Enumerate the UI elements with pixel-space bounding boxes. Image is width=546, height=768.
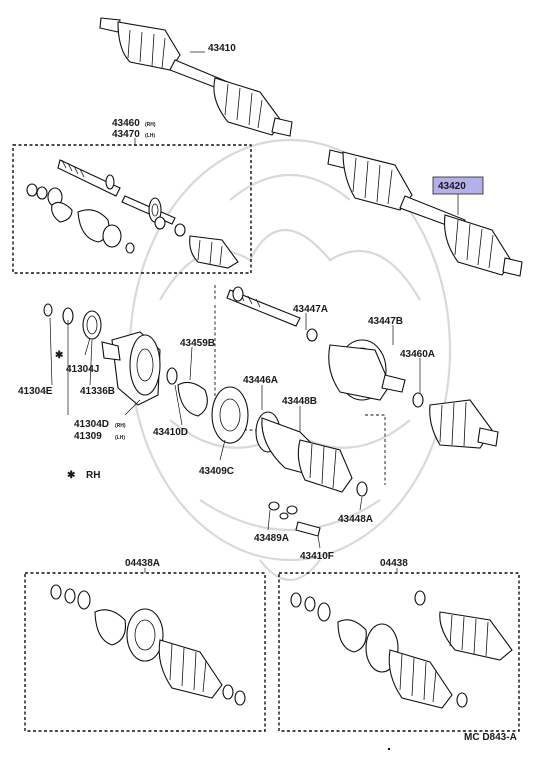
label-41304E: 41304E <box>18 386 53 397</box>
label-43460A: 43460A <box>400 349 435 360</box>
label-43446A: 43446A <box>243 375 278 386</box>
inboard-shaft <box>226 286 318 342</box>
boot-kit-04438A <box>50 584 246 706</box>
outboard-joint-right <box>429 399 499 449</box>
label-41309: 41309 <box>74 431 102 442</box>
snap-ring-43410D <box>166 367 178 385</box>
label-43448A: 43448A <box>338 514 373 525</box>
label-41309-lh: (LH) <box>115 435 125 441</box>
label-43470: 43470 <box>112 129 140 140</box>
hub-assembly-left <box>43 303 161 406</box>
watermark-emblem <box>128 138 452 582</box>
label-43460: 43460 <box>112 118 140 129</box>
label-43489A: 43489A <box>254 533 289 544</box>
label-04438A: 04438A <box>125 558 160 569</box>
label-43409C: 43409C <box>199 466 234 477</box>
drive-shaft-43410 <box>99 17 293 137</box>
dot-mark <box>387 747 391 751</box>
label-04438: 04438 <box>380 558 408 569</box>
label-43470-lh: (LH) <box>145 133 155 139</box>
label-43460-rh: (RH) <box>145 122 156 128</box>
group-box-04438 <box>278 572 520 732</box>
label-43459B: 43459B <box>180 338 215 349</box>
label-43410: 43410 <box>208 43 236 54</box>
label-43447A: 43447A <box>293 304 328 315</box>
label-43448B: 43448B <box>282 396 317 407</box>
snap-ring-43460A <box>412 392 424 408</box>
bracket-inboard <box>214 285 258 431</box>
label-43420: 43420 <box>438 181 466 192</box>
rh-note: RH <box>86 470 100 481</box>
label-41336B: 41336B <box>80 386 115 397</box>
boot-kit-04438 <box>290 590 513 709</box>
label-43410F: 43410F <box>300 551 334 562</box>
diagram-code: MC D843-A <box>464 732 517 743</box>
dust-deflector-43459B <box>177 381 208 417</box>
drive-shaft-43420 <box>327 149 523 277</box>
group-box-43460 <box>12 144 252 274</box>
label-41304J: 41304J <box>66 364 99 375</box>
label-43447B: 43447B <box>368 316 403 327</box>
inboard-joint <box>328 339 406 401</box>
label-43410D: 43410D <box>153 427 188 438</box>
center-joint-assembly <box>211 386 368 497</box>
label-41304D: 41304D <box>74 419 109 430</box>
leader-lines <box>49 138 421 573</box>
group-box-04438A <box>24 572 266 732</box>
label-41304D-rh: (RH) <box>115 423 126 429</box>
bracket-outboard <box>365 414 386 485</box>
rh-asterisk: ✱ <box>67 470 76 481</box>
shaft-kit-43460 <box>26 159 239 269</box>
label-asterisk: ✱ <box>55 350 64 361</box>
bolts-43489A-43410F <box>268 501 321 537</box>
